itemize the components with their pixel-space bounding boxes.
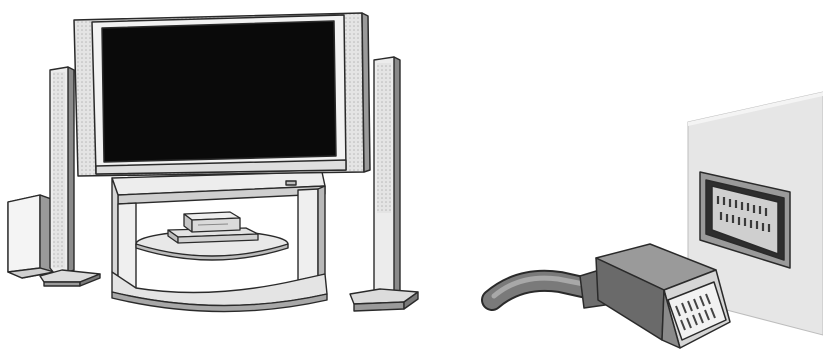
- tv-icon: [73, 12, 371, 177]
- right-speaker-icon: [349, 56, 419, 312]
- scart-plug-icon: [579, 243, 731, 349]
- subwoofer-icon: [7, 194, 55, 279]
- scart-socket-icon: [699, 171, 791, 269]
- scart-connection-illustration: [481, 91, 823, 349]
- home-theater-illustration: [7, 12, 419, 313]
- tv-stand: [111, 171, 328, 313]
- left-speaker-icon: [39, 66, 101, 287]
- dvd-player-icon: [167, 211, 259, 244]
- scart-cable: [481, 269, 607, 311]
